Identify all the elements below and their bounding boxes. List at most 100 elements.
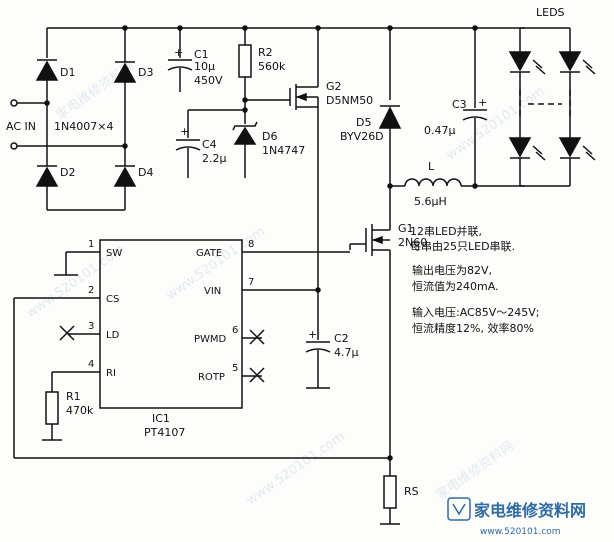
pin-name: LD: [106, 330, 120, 341]
g1-label: G1: [398, 222, 414, 235]
watermark-text: 家电维修资料网: [433, 438, 517, 503]
ic-pt4107: [99, 239, 243, 409]
d5-label: D5: [356, 116, 371, 129]
junction-dot: [242, 107, 248, 113]
ac-terminal: [10, 99, 18, 107]
ic-label: IC1: [152, 412, 170, 425]
resistor-r1: [45, 391, 59, 425]
plus-sign: +: [478, 96, 487, 109]
diode-d1: [35, 59, 59, 81]
pin-number: 5: [232, 363, 238, 374]
c4-label: C4: [202, 138, 217, 151]
plus-sign: +: [174, 46, 183, 59]
site-logo: 家电维修资料网 www.520101.com: [447, 497, 586, 537]
junction-dot: [315, 25, 321, 31]
plus-sign: +: [180, 125, 189, 138]
c2-label: C2: [334, 332, 349, 345]
logo-icon: [447, 497, 471, 521]
zener-diode-d6: [232, 121, 258, 145]
logo-url: www.520101.com: [480, 527, 561, 537]
spec-note: 12串LED并联,: [410, 224, 482, 238]
pin-number: 8: [248, 239, 254, 250]
capacitor-c3: [462, 109, 488, 121]
pin-name: ROTP: [198, 372, 225, 383]
no-connect-mark: [249, 367, 265, 383]
resistor-rs: [383, 475, 397, 509]
spec-note: 输出电压为82V,: [412, 263, 492, 277]
junction-dot: [44, 100, 50, 106]
bridge-label: 1N4007×4: [54, 120, 113, 133]
mosfet-g1: [365, 224, 390, 256]
diode-d2: [35, 165, 59, 187]
ac-terminal: [10, 142, 18, 150]
pin-number: 1: [88, 239, 94, 250]
pin-name: SW: [106, 248, 122, 259]
junction-dot: [242, 25, 248, 31]
c3-label: C3: [452, 98, 467, 111]
c2-value: 4.7μ: [334, 346, 359, 359]
capacitor-c4: [175, 139, 201, 151]
l-value: 5.6μH: [414, 195, 447, 208]
pin-number: 2: [88, 285, 94, 296]
d6-part: 1N4747: [262, 144, 305, 157]
rs-label: RS: [404, 485, 419, 498]
pin-name: CS: [106, 294, 119, 305]
c1-voltage: 450V: [194, 74, 223, 87]
r1-label: R1: [66, 390, 81, 403]
no-connect-mark: [249, 329, 265, 345]
plus-sign: +: [308, 328, 317, 341]
inductor-l: [404, 178, 462, 187]
diode-d4: [113, 165, 137, 187]
led-string-12: [558, 28, 596, 186]
spec-note: 每串由25只LED串联.: [410, 239, 515, 253]
pin-name: RI: [106, 368, 116, 379]
g2-part: D5NM50: [326, 94, 373, 107]
junction-dot: [242, 97, 248, 103]
watermark-text: www.520101.com: [444, 84, 548, 163]
pin-name: PWMD: [194, 334, 227, 345]
c3-value: 0.47μ: [424, 124, 456, 137]
ac-in-label: AC IN: [6, 120, 36, 133]
d3-label: D3: [138, 66, 153, 79]
d4-label: D4: [138, 166, 153, 179]
diode-d5: [378, 105, 402, 129]
spec-note: 输入电压:AC85V～245V;: [412, 305, 539, 319]
junction-dot: [387, 25, 393, 31]
junction-dot: [122, 25, 128, 31]
spec-note: 恒流精度12%, 效率80%: [412, 321, 534, 335]
pin-name: VIN: [204, 286, 221, 297]
junction-dot: [177, 25, 183, 31]
r2-label: R2: [258, 46, 273, 59]
l-label: L: [428, 160, 435, 173]
mosfet-g2: [289, 84, 318, 110]
c4-value: 2.2μ: [202, 152, 227, 165]
pin-number: 6: [232, 325, 238, 336]
r1-value: 470k: [66, 404, 94, 417]
logo-mark: [452, 503, 466, 516]
leds-label: LEDS: [536, 6, 565, 19]
no-connect-mark: [59, 325, 75, 341]
pin-number: 3: [88, 321, 94, 332]
d2-label: D2: [60, 166, 75, 179]
pin-number: 4: [88, 359, 94, 370]
pin-name: GATE: [196, 248, 222, 259]
c1-label: C1: [194, 48, 209, 61]
g1-part: 2N60: [398, 236, 427, 249]
junction-dot: [472, 25, 478, 31]
pin-number: 7: [248, 277, 254, 288]
junction-dot: [122, 143, 128, 149]
d6-label: D6: [262, 130, 277, 143]
capacitor-c1: [167, 59, 193, 71]
capacitor-c2: [305, 341, 331, 353]
ic-part: PT4107: [144, 426, 185, 439]
logo-text: 家电维修资料网: [474, 501, 586, 520]
junction-dot: [472, 183, 478, 189]
c1-value: 10μ: [194, 60, 215, 73]
watermark-text: www.520101.com: [244, 429, 348, 508]
spec-note: 恒流值为240mA.: [412, 279, 499, 293]
r2-value: 560k: [258, 60, 286, 73]
resistor-r2: [238, 44, 252, 78]
d5-part: BYV26D: [340, 130, 384, 143]
